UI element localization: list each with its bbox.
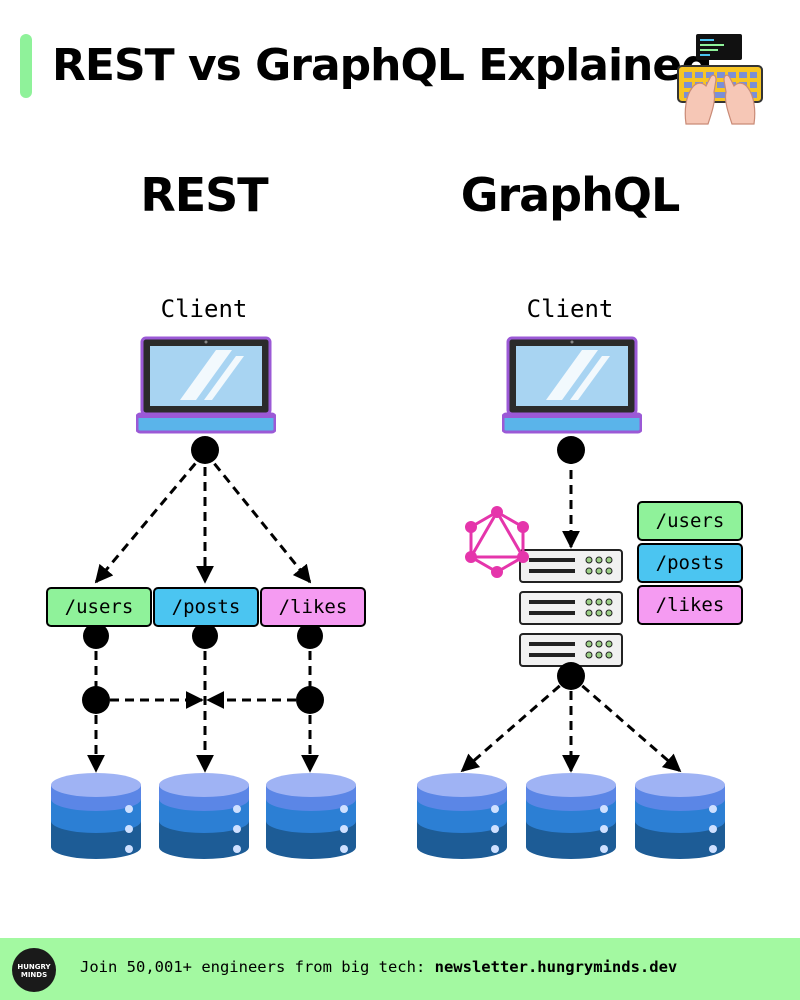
rest-client-laptop-icon [136, 336, 276, 434]
graphql-field-users: /users [637, 501, 743, 541]
hungry-minds-logo: HUNGRY MINDS [12, 948, 56, 992]
graphql-server-icon [519, 549, 623, 583]
page-title: REST vs GraphQL Explained [52, 40, 713, 91]
rest-endpoint-likes: /likes [260, 587, 366, 627]
rest-database-users-icon [51, 773, 141, 859]
graphql-client-label: Client [526, 295, 614, 323]
rest-database-likes-icon [266, 773, 356, 859]
graphql-client-laptop-icon [502, 336, 642, 434]
accent-bar [20, 34, 32, 98]
graphql-heading: GraphQL [460, 168, 681, 222]
graphql-database-icon [526, 773, 616, 859]
graphql-field-posts: /posts [637, 543, 743, 583]
rest-heading: REST [140, 168, 268, 222]
rest-endpoint-posts: /posts [153, 587, 259, 627]
footer-banner [0, 938, 800, 1000]
graphql-field-likes: /likes [637, 585, 743, 625]
graphql-server-icon [519, 633, 623, 667]
newsletter-link[interactable]: newsletter.hungryminds.dev [434, 958, 678, 976]
graphql-database-icon [635, 773, 725, 859]
rest-database-posts-icon [159, 773, 249, 859]
rest-endpoint-users: /users [46, 587, 152, 627]
graphql-server-icon [519, 591, 623, 625]
graphql-logo-icon [468, 509, 526, 574]
footer-cta: Join 50,001+ engineers from big tech: [80, 958, 426, 976]
footer-text: Join 50,001+ engineers from big tech: ne… [80, 958, 677, 976]
graphql-database-icon [417, 773, 507, 859]
rest-client-label: Client [160, 295, 248, 323]
typing-hands-icon [677, 34, 763, 125]
